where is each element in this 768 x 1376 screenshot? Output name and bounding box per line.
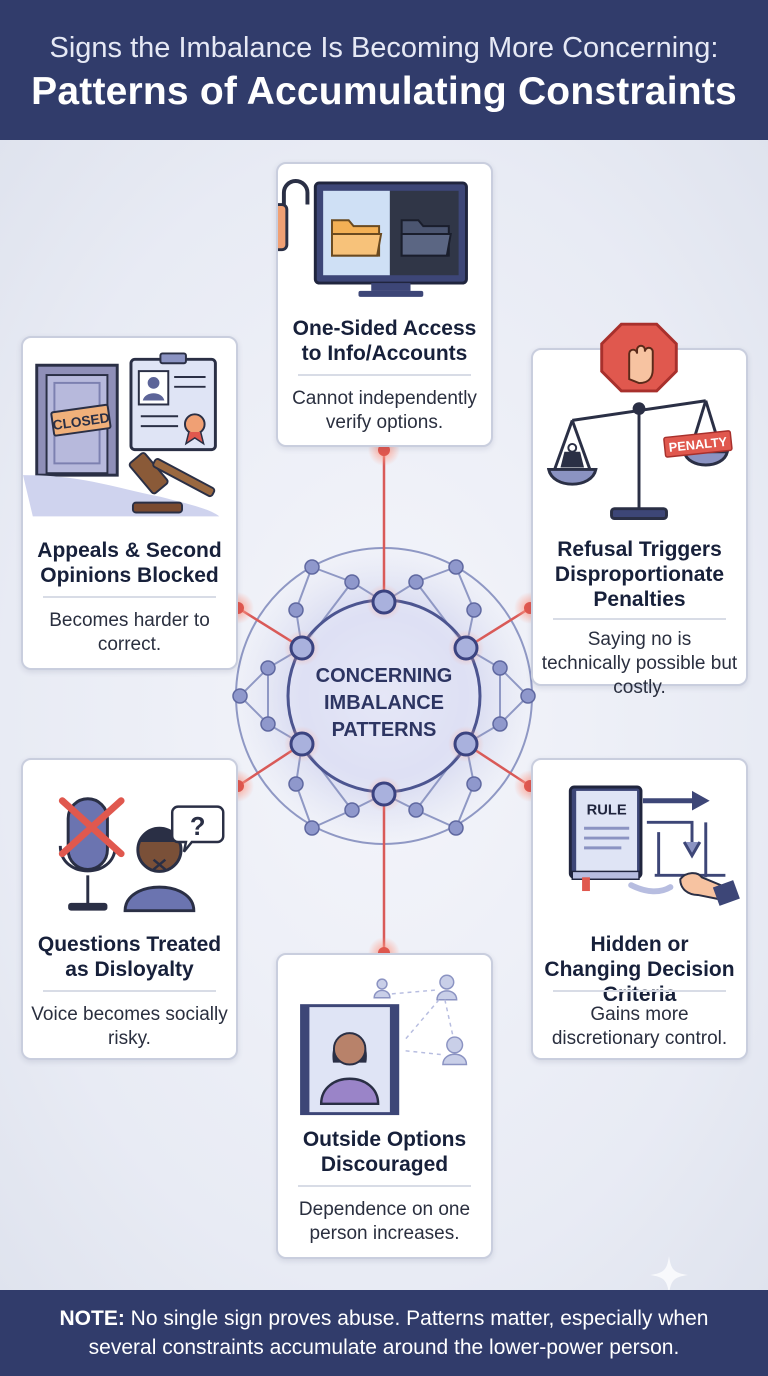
divider xyxy=(298,1185,471,1187)
hub-label-line1: CONCERNING xyxy=(315,665,453,687)
stop-hand-icon xyxy=(600,322,678,393)
card-description: Voice becomes socially risky. xyxy=(31,1004,228,1049)
folder-dark-icon xyxy=(400,219,452,257)
question-bubble-icon: ? xyxy=(170,805,225,853)
network-diagram xyxy=(222,434,546,969)
dashed-links xyxy=(391,989,454,1056)
card-title: Hidden or Changing Decision Criteria xyxy=(544,933,735,1006)
divider xyxy=(43,990,216,992)
isolated-person-illustration xyxy=(300,974,468,1116)
woman-avatar-icon xyxy=(319,1032,380,1106)
folder-open-icon xyxy=(331,219,383,257)
note-line-1: NOTE: No single sign proves abuse. Patte… xyxy=(0,1304,768,1333)
card-appeals-blocked: CLOSED Appeals & Second Opinions Blocked… xyxy=(21,336,238,670)
muted-voice-illustration: ? xyxy=(58,797,225,913)
card-description: Cannot independently verify options. xyxy=(292,388,477,433)
arrow-right-icon xyxy=(642,790,710,811)
card-questions-disloyalty: ? Questions Treated as Disloyalty Voice … xyxy=(21,758,238,1060)
card-hidden-criteria: RULE Hidden or Changing Decision Criteri… xyxy=(531,758,748,1060)
card-description: Dependence on one person increases. xyxy=(298,1199,471,1244)
rule-book-icon: RULE xyxy=(568,785,643,892)
monitor-lock-illustration xyxy=(278,179,468,297)
footer-note: NOTE: No single sign proves abuse. Patte… xyxy=(0,1290,768,1376)
header-title: Patterns of Accumulating Constraints xyxy=(31,70,737,113)
card-title: One-Sided Access to Info/Accounts xyxy=(292,317,477,365)
card-refusal-penalties: PENALTY Refusal Triggers Disproportionat… xyxy=(531,322,748,698)
weight-icon xyxy=(560,442,585,468)
card-title: Outside Options Discouraged xyxy=(302,1128,467,1176)
note-text-2: several constraints accumulate around th… xyxy=(88,1336,680,1359)
small-nodes xyxy=(232,559,536,836)
hand-icon xyxy=(679,872,740,906)
person-silenced-icon xyxy=(123,826,196,913)
hub-label-line3: PATTERNS xyxy=(331,719,437,741)
sparkle-icon xyxy=(650,1256,688,1294)
question-mark: ? xyxy=(190,813,206,841)
card-title: Refusal Triggers Disproportionate Penalt… xyxy=(554,538,725,611)
card-description: Gains more discretionary control. xyxy=(551,1004,728,1049)
rule-book-label: RULE xyxy=(587,802,627,818)
note-text-1: No single sign proves abuse. Patterns ma… xyxy=(124,1307,709,1330)
note-label: NOTE: xyxy=(59,1307,125,1330)
divider xyxy=(298,374,471,376)
closed-sign: CLOSED xyxy=(50,403,112,437)
card-title: Appeals & Second Opinions Blocked xyxy=(37,539,222,587)
hub-label-line2: IMBALANCE xyxy=(324,692,444,714)
certificate-icon xyxy=(129,352,217,452)
header-subtitle: Signs the Imbalance Is Becoming More Con… xyxy=(49,32,719,64)
motion-blur xyxy=(628,882,674,895)
changing-path-icon xyxy=(646,820,726,878)
closed-door-gavel-illustration: CLOSED xyxy=(23,352,220,517)
divider xyxy=(553,618,726,620)
hub-label: CONCERNING IMBALANCE PATTERNS xyxy=(284,663,484,744)
scale-penalty-illustration: PENALTY xyxy=(546,322,733,520)
card-title: Questions Treated as Disloyalty xyxy=(37,933,222,981)
card-one-sided-access: One-Sided Access to Info/Accounts Cannot… xyxy=(276,162,493,447)
divider xyxy=(553,990,726,992)
padlock-icon xyxy=(278,179,310,252)
gavel-icon xyxy=(128,452,216,514)
card-description: Becomes harder to correct. xyxy=(49,610,210,655)
penalty-tag: PENALTY xyxy=(663,430,733,458)
card-outside-options: Outside Options Discouraged Dependence o… xyxy=(276,953,493,1259)
rulebook-illustration: RULE xyxy=(568,785,740,906)
header: Signs the Imbalance Is Becoming More Con… xyxy=(0,0,768,140)
balance-scale-icon xyxy=(546,399,730,520)
card-description: Saying no is technically possible but co… xyxy=(541,629,738,698)
cross-icon xyxy=(58,797,125,858)
penalty-tag-text: PENALTY xyxy=(668,434,728,455)
divider xyxy=(43,596,216,598)
distant-people-icons xyxy=(373,974,468,1066)
